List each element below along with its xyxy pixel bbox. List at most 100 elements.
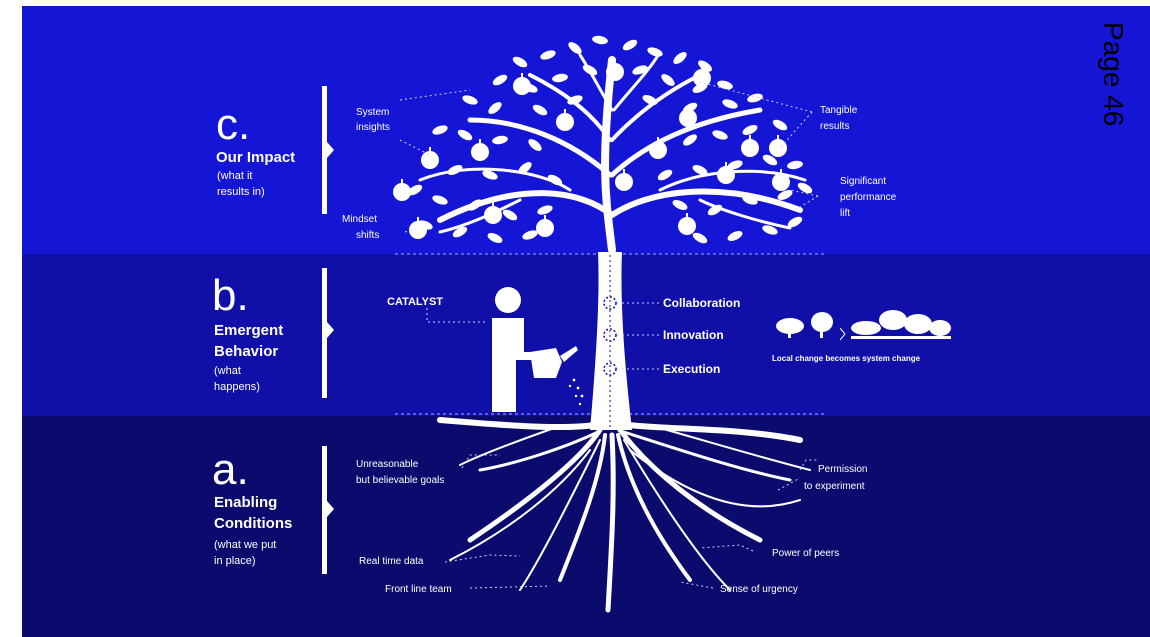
label-innovation: Innovation	[663, 328, 724, 342]
node-collaboration	[603, 296, 617, 310]
leaf	[502, 209, 518, 221]
apple-stem	[614, 59, 616, 64]
leaf	[457, 129, 473, 141]
leaf	[742, 125, 758, 135]
section-a-subtitle-2: in place)	[214, 555, 256, 567]
condition-labels: Unreasonable but believable goals Permis…	[356, 459, 867, 595]
water-drops	[568, 378, 584, 406]
leaf	[672, 200, 688, 210]
label-tangible-results-1: Tangible	[820, 105, 858, 116]
section-b-subtitle-1: (what	[214, 365, 241, 377]
leaf	[432, 195, 448, 205]
leaf	[407, 184, 423, 196]
apple-stem	[479, 139, 481, 144]
leaf	[537, 205, 553, 215]
apple-stem	[749, 135, 751, 140]
leaf	[567, 95, 583, 105]
apple-icon	[556, 113, 574, 131]
apple-stem	[777, 135, 779, 140]
conditions-band	[22, 416, 1150, 637]
mini-forest-tree-2	[879, 310, 907, 330]
apple-icon	[409, 221, 427, 239]
section-b-title-1: Emergent	[214, 322, 283, 339]
mini-tree-2	[811, 312, 833, 332]
system-change-graphic	[776, 310, 951, 341]
label-front-line-team: Front line team	[385, 584, 452, 595]
leaf	[717, 80, 733, 90]
leaf	[582, 64, 598, 76]
apple-stem	[687, 105, 689, 110]
leaf	[492, 135, 508, 145]
apple-stem	[657, 137, 659, 142]
label-significant-lift-3: lift	[840, 208, 850, 219]
leaf	[592, 35, 608, 45]
label-sense-of-urgency: Sense of urgency	[720, 584, 798, 595]
chevron-right-icon	[839, 327, 846, 341]
watering-can	[530, 348, 562, 378]
label-mindset-shifts-1: Mindset	[342, 214, 377, 225]
page-number-label: Page 46	[1098, 22, 1129, 126]
section-a-title-2: Conditions	[214, 515, 292, 532]
apple-stem	[780, 169, 782, 174]
leaf	[797, 182, 813, 194]
leaf	[707, 204, 723, 216]
leaf	[528, 139, 542, 151]
apple-icon	[421, 151, 439, 169]
leaf	[492, 74, 508, 86]
label-tangible-results-2: results	[820, 121, 849, 132]
node-innovation	[603, 328, 617, 342]
label-mindset-shifts-2: shifts	[356, 230, 379, 241]
mini-forest-tree-1	[851, 321, 881, 335]
leaf	[673, 52, 687, 64]
section-a-letter: a.	[212, 445, 249, 494]
mini-forest-ground	[851, 336, 951, 339]
leaf	[632, 65, 648, 75]
apple-icon	[615, 173, 633, 191]
leaf	[432, 125, 448, 135]
mini-tree-1	[776, 318, 804, 334]
leaf	[622, 39, 638, 51]
page-number-text: Page 46	[1098, 22, 1129, 126]
apple-icon	[678, 217, 696, 235]
leaf	[661, 74, 675, 86]
leaf	[522, 230, 538, 240]
bracket-a	[322, 446, 327, 574]
label-permission-2: to experiment	[804, 481, 865, 492]
label-execution: Execution	[663, 362, 720, 376]
apple-icon	[606, 63, 624, 81]
leaf	[777, 190, 793, 200]
apple-stem	[429, 147, 431, 152]
section-brackets	[322, 86, 334, 574]
leaf	[787, 216, 803, 228]
mini-forest-tree-4	[929, 320, 951, 336]
section-a-title-1: Enabling	[214, 494, 277, 511]
apple-icon	[513, 77, 531, 95]
section-b-title-2: Behavior	[214, 343, 278, 360]
label-catalyst: CATALYST	[387, 296, 443, 308]
apple-stem	[544, 215, 546, 220]
apple-stem	[686, 213, 688, 218]
watering-can-spout	[560, 346, 578, 362]
leaf	[657, 169, 673, 181]
leaf	[747, 93, 763, 103]
apple-icon	[693, 69, 711, 87]
apple-stem	[401, 179, 403, 184]
bracket-a-arrow	[327, 501, 334, 517]
person-head	[495, 287, 521, 313]
leaf	[547, 174, 563, 186]
apple-icon	[772, 173, 790, 191]
leaf	[452, 226, 468, 238]
label-significant-lift-1: Significant	[840, 176, 886, 187]
apple-icon	[679, 109, 697, 127]
apple-icon	[769, 139, 787, 157]
tree-apples	[393, 59, 790, 239]
leaf	[742, 195, 758, 205]
leaf	[462, 95, 478, 105]
leaf	[727, 231, 743, 241]
apple-stem	[701, 65, 703, 70]
apple-stem	[492, 202, 494, 207]
person-body	[492, 318, 544, 412]
leaf	[683, 134, 697, 146]
leaf	[727, 160, 743, 170]
